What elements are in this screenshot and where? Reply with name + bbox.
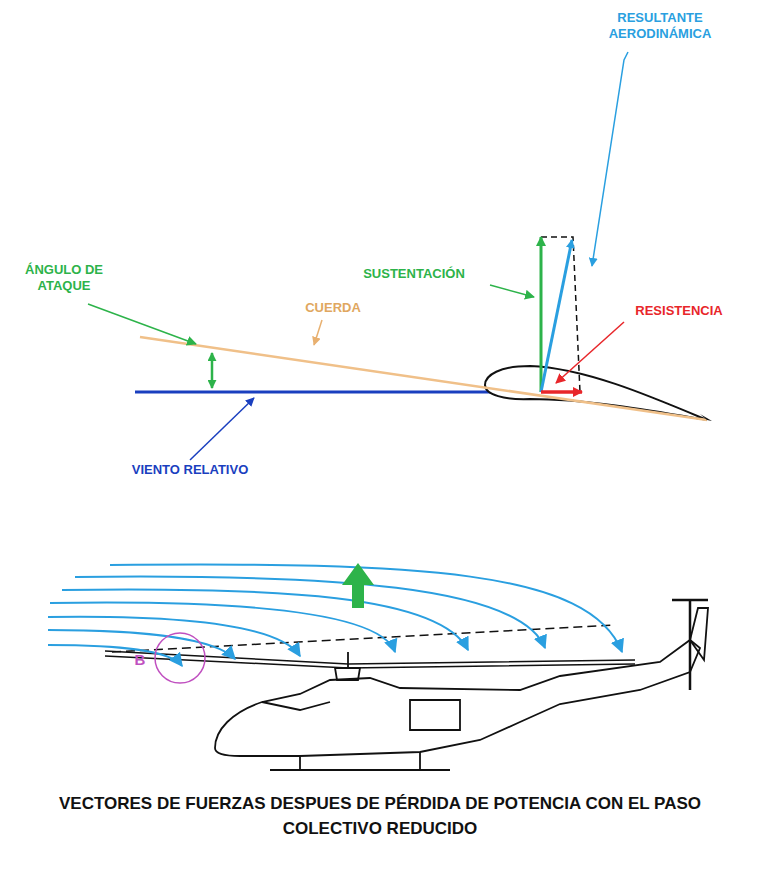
lift-vector [540,237,543,392]
line-label: CUERDA [296,300,370,316]
force-parallelogram [541,237,580,392]
fuselage [215,640,700,756]
airfoil-diagram [88,52,712,460]
angle-of-attack-arrow [211,353,214,388]
figure-caption: VECTORES DE FUERZAS DESPUES DE PÉRDIDA D… [50,792,710,841]
tail-fin [690,608,708,660]
rotor-hub [335,668,360,680]
chord-line [140,337,707,420]
leader-line [556,322,624,383]
lift-arrow [342,563,374,608]
detail-circle [155,633,205,683]
resultant-vector [541,240,572,392]
tail-rotor [672,600,708,690]
force-label: RESISTENCIA [612,303,746,319]
leader-line [314,320,322,345]
leader-line [190,398,254,460]
drag-vector [541,390,582,394]
leader-line [88,304,196,344]
helicopter-illustration [105,600,708,770]
leader-line [592,52,628,266]
force-label: RESULTANTE AERODINÁMICA [595,10,725,43]
line-label: VIENTO RELATIVO [100,462,280,478]
rotor-blade [105,651,635,668]
callout-letter: B [128,651,152,670]
force-label: SUSTENTACIÓN [340,266,488,282]
airflow-streamlines [48,564,622,666]
angle-label: ÁNGULO DE ATAQUE [8,262,120,295]
leader-line [490,285,534,297]
